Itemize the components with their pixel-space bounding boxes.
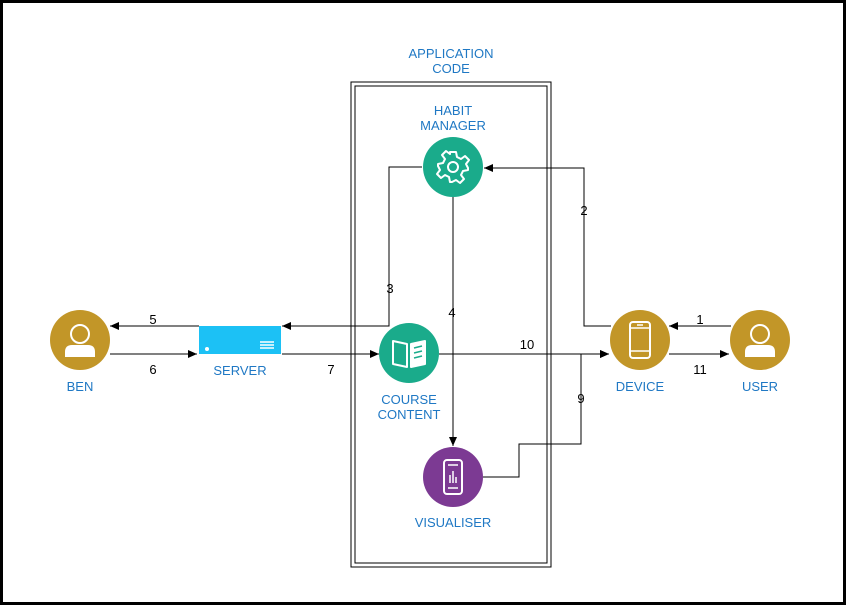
- edge-label-2: 2: [580, 203, 588, 218]
- edge-3: [282, 166, 422, 330]
- course-content-circle: [379, 323, 439, 383]
- habit-manager-circle: [423, 137, 483, 197]
- course-content-label-line1: COURSE: [381, 392, 437, 407]
- server-icon: [199, 326, 281, 354]
- edge-label-3: 3: [386, 281, 394, 296]
- ben-label: BEN: [66, 379, 94, 394]
- person-icon: [745, 324, 775, 357]
- edge-label-10: 10: [519, 337, 535, 352]
- visualiser-label: VISUALISER: [414, 515, 492, 530]
- phone-chart-icon: [443, 459, 463, 495]
- course-content-label: COURSE CONTENT: [378, 392, 441, 422]
- server-node: [199, 326, 281, 354]
- edge-label-4: 4: [448, 305, 456, 320]
- container-title-line1: APPLICATION: [408, 46, 494, 61]
- user-circle: [730, 310, 790, 370]
- habit-manager-node: [423, 137, 483, 197]
- device-label: DEVICE: [615, 379, 665, 394]
- device-node: [610, 310, 670, 370]
- edge-label-5: 5: [149, 312, 157, 327]
- user-label: USER: [741, 379, 779, 394]
- phone-icon: [629, 321, 651, 359]
- edge-label-1: 1: [696, 312, 704, 327]
- ben-node: [50, 310, 110, 370]
- device-circle: [610, 310, 670, 370]
- edge-2: [484, 164, 611, 327]
- habit-manager-label: HABIT MANAGER: [420, 103, 486, 133]
- habit-manager-label-line1: HABIT: [433, 103, 473, 118]
- visualiser-node: [423, 447, 483, 507]
- ben-circle: [50, 310, 110, 370]
- course-content-label-line2: CONTENT: [377, 407, 441, 422]
- edge-label-6: 6: [149, 362, 157, 377]
- habit-manager-label-line2: MANAGER: [420, 118, 486, 133]
- edge-9: [483, 350, 609, 478]
- container-title-line2: CODE: [432, 61, 470, 76]
- server-label: SERVER: [213, 363, 267, 378]
- container-title: APPLICATION CODE: [408, 46, 493, 76]
- edge-label-9: 9: [577, 391, 585, 406]
- edge-label-11: 11: [693, 362, 707, 377]
- person-icon: [65, 324, 95, 357]
- application-code-container-inner: [354, 85, 548, 564]
- application-code-container: [350, 81, 552, 568]
- course-content-node: [379, 323, 439, 383]
- book-icon: [392, 340, 426, 368]
- edge-label-7: 7: [327, 362, 335, 377]
- gear-icon: [436, 150, 470, 184]
- user-node: [730, 310, 790, 370]
